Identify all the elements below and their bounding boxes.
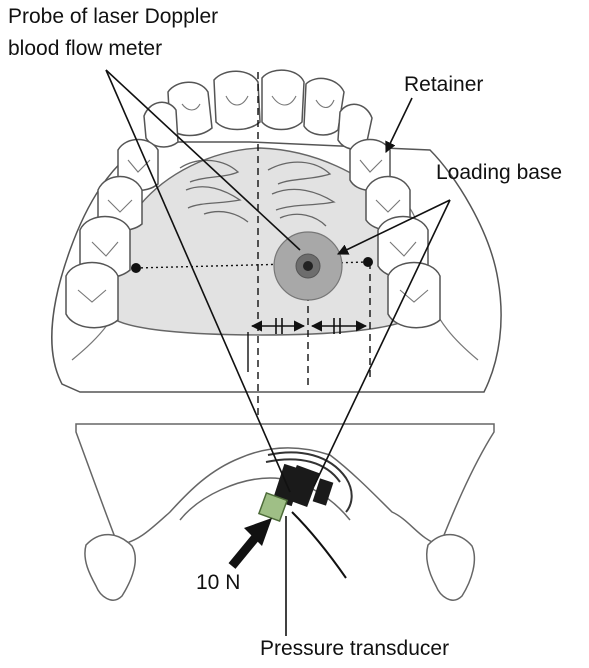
retainer-label: Retainer	[404, 72, 483, 98]
force-label: 10 N	[196, 570, 240, 596]
force-arrow	[232, 518, 272, 566]
loading-base-top	[274, 232, 342, 300]
probe-label-line2: blood flow meter	[8, 36, 162, 62]
reference-dot-left	[131, 263, 141, 273]
probe-label-line1: Probe of laser Doppler	[8, 4, 218, 30]
pressure-transducer-label: Pressure transducer	[260, 636, 449, 662]
reference-dot-right	[363, 257, 373, 267]
frontal-section	[76, 424, 494, 600]
probe-cable	[292, 512, 346, 578]
loading-base-label: Loading base	[436, 160, 562, 186]
